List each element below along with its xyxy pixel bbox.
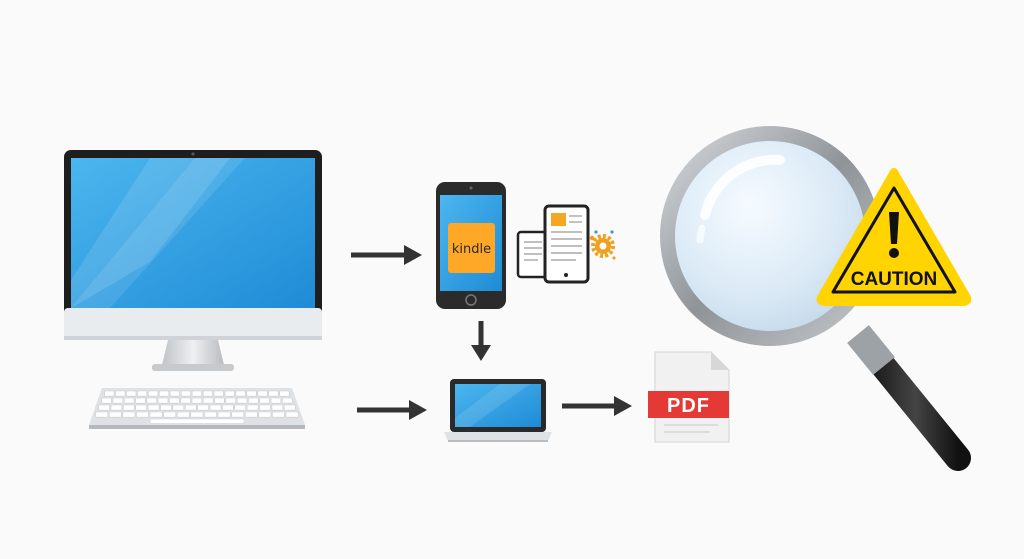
- caution-label: CAUTION: [851, 269, 938, 290]
- kindle-app-icon: kindle: [448, 223, 495, 273]
- warning-triangle-icon: CAUTION: [816, 168, 972, 306]
- arrow-keyboard-to-laptop: [357, 400, 427, 420]
- tablet-devices-icon: [516, 204, 590, 284]
- smartphone-icon: kindle: [436, 182, 506, 309]
- arrow-laptop-to-pdf: [562, 396, 632, 416]
- arrow-phone-to-laptop: [471, 321, 491, 361]
- arrow-desktop-to-phone: [351, 245, 422, 265]
- pdf-file-icon: PDF: [648, 351, 730, 443]
- gear-icon: [589, 230, 616, 260]
- desktop-computer-icon: [64, 150, 322, 371]
- laptop-icon: [444, 379, 552, 442]
- kindle-label: kindle: [452, 242, 491, 257]
- keyboard-icon: [89, 388, 305, 429]
- pdf-label: PDF: [667, 395, 710, 417]
